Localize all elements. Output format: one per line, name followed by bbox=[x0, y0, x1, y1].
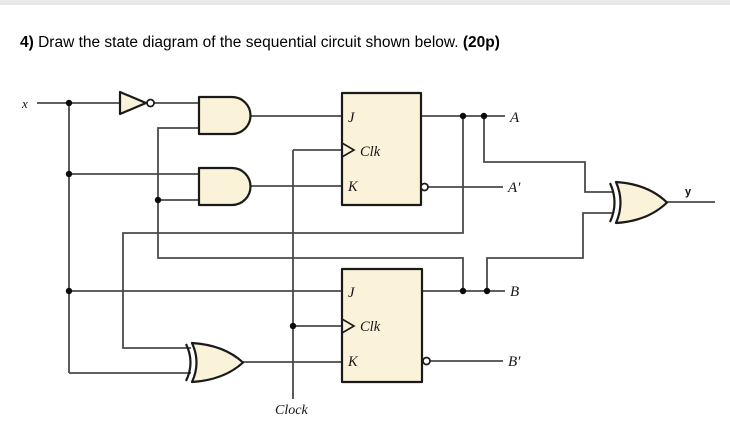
flipflop-a-body bbox=[340, 91, 423, 207]
output-a-prime-label: A′ bbox=[507, 180, 521, 196]
junction-dot bbox=[483, 287, 491, 295]
ff-a-clk-label: Clk bbox=[360, 144, 381, 160]
xor-gate-output bbox=[608, 180, 669, 225]
output-b-label: B bbox=[510, 284, 519, 300]
xor-gate-feedback bbox=[185, 341, 245, 384]
junction-dot bbox=[289, 322, 297, 330]
junction-dots bbox=[65, 99, 491, 330]
junction-dot bbox=[154, 196, 162, 204]
signal-labels: x A A′ B B′ y Clock bbox=[21, 96, 692, 418]
output-a-label: A bbox=[509, 110, 520, 126]
not-gate-bubble bbox=[146, 98, 155, 108]
junction-dot bbox=[480, 112, 488, 120]
flipflop-b-body bbox=[340, 267, 424, 384]
question-points: (20p) bbox=[462, 34, 500, 51]
question-number: 4) bbox=[20, 34, 34, 51]
question-body: Draw the state diagram of the sequential… bbox=[33, 34, 463, 51]
and-gate-2 bbox=[197, 166, 252, 207]
junction-dot bbox=[65, 170, 73, 178]
junction-dot bbox=[65, 99, 73, 107]
ff-b-clk-label: Clk bbox=[360, 319, 381, 335]
q-not-bubble bbox=[422, 356, 431, 366]
clock-wedge-icon bbox=[341, 142, 356, 158]
junction-dot bbox=[459, 287, 467, 295]
clock-label: Clock bbox=[275, 403, 308, 418]
not-gate-triangle bbox=[118, 90, 148, 116]
window-edge bbox=[0, 0, 730, 5]
jk-flipflop-b: J Clk K bbox=[340, 267, 431, 384]
and-gate-1 bbox=[197, 95, 252, 136]
question-text: 4) Draw the state diagram of the sequent… bbox=[20, 34, 500, 52]
ff-b-j-label: J bbox=[348, 285, 355, 301]
q-not-bubble bbox=[420, 182, 429, 192]
ff-a-j-label: J bbox=[348, 110, 355, 126]
junction-dot bbox=[459, 112, 467, 120]
jk-flipflop-a: J Clk K bbox=[340, 91, 429, 207]
input-x-label: x bbox=[21, 96, 28, 111]
output-y-label: y bbox=[685, 186, 692, 198]
ff-b-k-label: K bbox=[347, 354, 359, 370]
output-b-prime-label: B′ bbox=[508, 354, 521, 370]
not-gate bbox=[118, 90, 155, 116]
junction-dot bbox=[65, 287, 73, 295]
ff-a-k-label: K bbox=[347, 179, 359, 195]
clock-wedge-icon bbox=[341, 318, 356, 334]
